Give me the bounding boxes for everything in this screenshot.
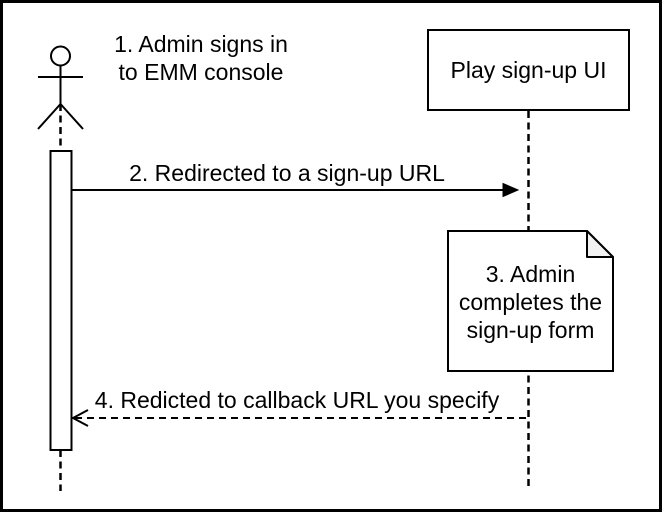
note-body — [447, 230, 614, 372]
message-2-arrowhead-icon — [502, 182, 520, 198]
message-2-arrow — [71, 182, 520, 198]
actor-icon — [37, 45, 84, 130]
note-shape — [447, 230, 614, 372]
message-4-label: 4. Redicted to callback URL you specify — [94, 387, 500, 413]
note-label: 3. Admin completes the sign-up form — [458, 260, 603, 343]
message-1-label: 1. Admin signs in to EMM console — [114, 31, 288, 85]
actor-leg-left — [37, 103, 62, 130]
message-2-label: 2. Redirected to a sign-up URL — [129, 160, 445, 186]
lifeline-head-label: Play sign-up UI — [450, 56, 607, 83]
message-4-arrow — [70, 409, 529, 427]
activation-bar — [49, 150, 73, 451]
actor-leg-right — [59, 103, 84, 130]
note-fold-icon — [586, 230, 614, 258]
message-4-open-arrowhead-icon — [70, 409, 89, 427]
lifeline-head-play-signup-ui: Play sign-up UI — [427, 29, 630, 111]
actor-head — [50, 45, 71, 67]
